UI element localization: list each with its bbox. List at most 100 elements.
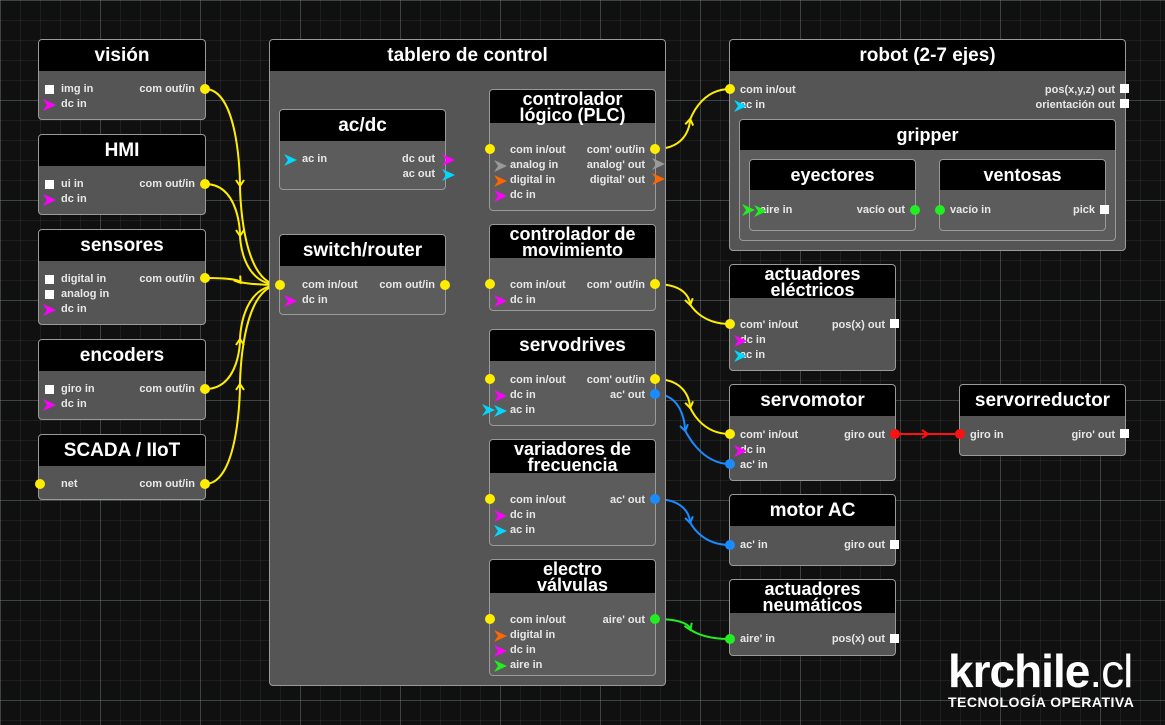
node-switch[interactable]: switch/router com in/out dc in com out/i… [279, 234, 446, 315]
port-orientacion-out[interactable]: orientación out [1036, 99, 1115, 112]
sq-robot-orient[interactable] [1120, 99, 1129, 108]
sq-robot-pos[interactable] [1120, 84, 1129, 93]
port-ui-in[interactable]: ui in [45, 178, 84, 191]
node-servomotor[interactable]: servomotor com' in/out dc in ac' in giro… [729, 384, 896, 481]
port-ac-in[interactable]: ac' in [740, 459, 768, 472]
sq-actneum-pos[interactable] [890, 634, 899, 643]
port-dc-in[interactable]: dc in [494, 189, 536, 202]
port-dc-in[interactable]: dc in [43, 398, 87, 411]
node-motor-ac[interactable]: motor AC ac' in giro out [729, 494, 896, 566]
port-dc-in[interactable]: dc in [43, 193, 87, 206]
port-dc-out[interactable]: dc out [402, 153, 435, 166]
port-ac-in[interactable]: ac in [284, 153, 327, 166]
port-digital-out[interactable]: digital' out [590, 174, 645, 187]
port-ac-out[interactable]: ac' out [610, 389, 645, 402]
node-scada[interactable]: SCADA / IIoT net com out/in [38, 434, 206, 500]
port-ac-in[interactable]: ac in [494, 404, 535, 417]
port-img-in[interactable]: img in [45, 83, 93, 96]
port-dc-in[interactable]: dc in [284, 294, 328, 307]
node-motion[interactable]: controlador de movimiento com in/out dc … [489, 224, 656, 311]
dot-servomotor-com[interactable] [725, 429, 735, 439]
port-ac-out[interactable]: ac out [403, 168, 435, 181]
dot-switch-in[interactable] [275, 280, 285, 290]
port-com-in-out[interactable]: com in/out [500, 494, 566, 507]
port-giro-out[interactable]: giro' out [1071, 429, 1115, 442]
port-com-in-out[interactable]: com in/out [500, 374, 566, 387]
node-vision[interactable]: visión img in dc in com out/in [38, 39, 206, 120]
port-analog-out[interactable]: analog' out [587, 159, 645, 172]
port-analog-in[interactable]: analog in [494, 159, 558, 172]
node-sensores[interactable]: sensores digital in analog in dc in com … [38, 229, 206, 325]
dot-switch-out[interactable] [440, 280, 450, 290]
port-giro-out[interactable]: giro out [844, 539, 885, 552]
sq-motorac-giro[interactable] [890, 540, 899, 549]
dot-ventosas-vacioin[interactable] [935, 205, 945, 215]
node-servorreductor[interactable]: servorreductor giro in giro' out [959, 384, 1126, 456]
port-vacio-in[interactable]: vacío in [950, 204, 991, 217]
dot-servodrives-acout[interactable] [650, 389, 660, 399]
port-ac-in[interactable]: ac in [494, 524, 535, 537]
port-ac-in[interactable]: ac' in [740, 539, 768, 552]
node-ventosas[interactable]: ventosas vacío in pick [939, 159, 1106, 231]
dot-servodrives-out[interactable] [650, 374, 660, 384]
port-dc-in[interactable]: dc in [494, 389, 536, 402]
dot-sensores-com[interactable] [200, 273, 210, 283]
dot-plc-in[interactable] [485, 144, 495, 154]
port-giro-in[interactable]: giro in [45, 383, 95, 396]
dot-valvulas-aireout[interactable] [650, 614, 660, 624]
port-com-out-in[interactable]: com out/in [139, 83, 195, 96]
port-ac-in[interactable]: ac in [734, 349, 765, 362]
port-com-in-out[interactable]: com' in/out [740, 319, 798, 332]
port-dc-in[interactable]: dc in [43, 98, 87, 111]
port-aire-in[interactable]: aire in [754, 204, 792, 217]
sq-ventosas-pick[interactable] [1100, 205, 1109, 214]
port-aire-out[interactable]: aire' out [603, 614, 645, 627]
dot-scada-com[interactable] [200, 479, 210, 489]
port-net[interactable]: net [49, 478, 78, 491]
port-com-out-in[interactable]: com out/in [139, 273, 195, 286]
dot-vision-com[interactable] [200, 84, 210, 94]
port-pick[interactable]: pick [1073, 204, 1095, 217]
port-aire-in[interactable]: aire in [494, 659, 542, 672]
dot-valvulas-in[interactable] [485, 614, 495, 624]
dot-scada-net[interactable] [35, 479, 45, 489]
port-com-out-in[interactable]: com out/in [379, 279, 435, 292]
port-ac-in[interactable]: ac in [734, 99, 765, 112]
dot-servomotor-acin[interactable] [725, 459, 735, 469]
port-com-out-in[interactable]: com' out/in [587, 144, 645, 157]
port-com-in-out[interactable]: com in/out [740, 84, 796, 97]
dot-motion-out[interactable] [650, 279, 660, 289]
dot-motion-in[interactable] [485, 279, 495, 289]
dot-vfd-in[interactable] [485, 494, 495, 504]
sq-actelec-pos[interactable] [890, 319, 899, 328]
port-com-in-out[interactable]: com in/out [290, 279, 358, 292]
dot-encoders-com[interactable] [200, 384, 210, 394]
port-com-in-out[interactable]: com in/out [500, 144, 566, 157]
port-com-in-out[interactable]: com in/out [500, 614, 566, 627]
port-analog-in[interactable]: analog in [45, 288, 109, 301]
node-eyectores[interactable]: eyectores aire in vacío out [749, 159, 916, 231]
port-com-out-in[interactable]: com' out/in [587, 374, 645, 387]
dot-servomotor-giroout[interactable] [890, 429, 900, 439]
port-dc-in[interactable]: dc in [734, 334, 766, 347]
port-giro-in[interactable]: giro in [970, 429, 1004, 442]
port-dc-in[interactable]: dc in [734, 444, 766, 457]
sq-servorreductor-giro[interactable] [1120, 429, 1129, 438]
port-pos-out[interactable]: pos(x) out [832, 319, 885, 332]
port-com-in-out[interactable]: com' in/out [740, 429, 798, 442]
port-aire-in[interactable]: aire' in [740, 633, 775, 646]
port-digital-in[interactable]: digital in [494, 629, 555, 642]
port-dc-in[interactable]: dc in [494, 644, 536, 657]
node-acdc[interactable]: ac/dc ac in dc out ac out [279, 109, 446, 190]
port-com-out-in[interactable]: com out/in [139, 383, 195, 396]
port-com-out-in[interactable]: com out/in [139, 178, 195, 191]
port-dc-in[interactable]: dc in [43, 303, 87, 316]
dot-eyectores-vacioout[interactable] [910, 205, 920, 215]
dot-vfd-acout[interactable] [650, 494, 660, 504]
node-servodrives[interactable]: servodrives com in/out dc in ac in com' … [489, 329, 656, 426]
node-actuadores-electricos[interactable]: actuadores eléctricos com' in/out dc in … [729, 264, 896, 371]
dot-robot-com[interactable] [725, 84, 735, 94]
port-pos-out[interactable]: pos(x,y,z) out [1045, 84, 1115, 97]
node-vfd[interactable]: variadores de frecuencia com in/out dc i… [489, 439, 656, 546]
dot-hmi-com[interactable] [200, 179, 210, 189]
